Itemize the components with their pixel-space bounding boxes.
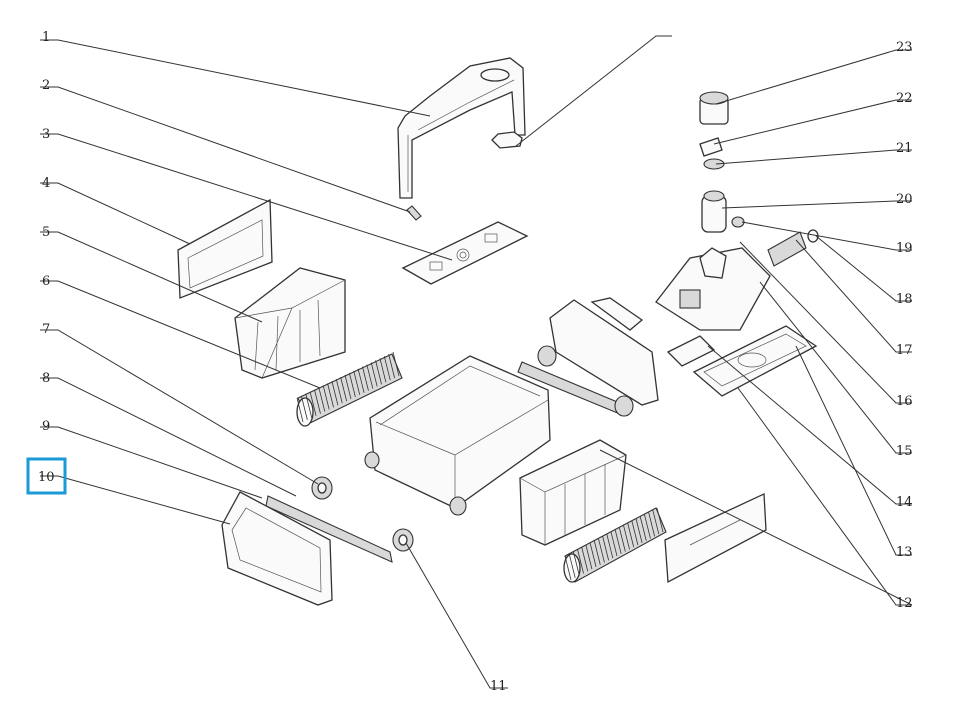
callout-19: 19 <box>896 241 913 256</box>
part-filter-panel <box>177 198 273 299</box>
part-handle <box>397 57 526 199</box>
brush-bristle <box>581 547 589 572</box>
brush-bristle <box>300 395 308 421</box>
brush-bristle <box>379 358 387 383</box>
part-motor-housing <box>655 247 771 331</box>
brush-bristle <box>614 529 622 554</box>
callout-7: 7 <box>42 322 50 337</box>
callout-9: 9 <box>42 419 50 434</box>
brush-bristle <box>618 527 626 552</box>
callout-10: 10 <box>38 470 55 485</box>
brush-bristle <box>593 540 601 565</box>
callout-14: 14 <box>896 495 913 510</box>
callout-16: 16 <box>896 394 913 409</box>
brush-bristle <box>577 549 584 574</box>
part-filter-basket <box>234 267 346 379</box>
part-side-handle-right <box>549 297 659 406</box>
brush-bristle <box>652 510 660 535</box>
brush-bristle <box>656 507 664 533</box>
callout-22: 22 <box>896 91 913 106</box>
callout-8: 8 <box>42 371 50 386</box>
callout-11: 11 <box>490 679 507 694</box>
brush-bristle <box>375 360 382 385</box>
part-clip-22 <box>699 137 723 157</box>
brush-bristle <box>370 362 378 387</box>
callout-12: 12 <box>896 596 913 611</box>
brush-bristle <box>362 366 369 391</box>
callout-21: 21 <box>896 141 913 156</box>
part-filter-basket-right <box>519 439 627 546</box>
part-wheel-upper <box>311 476 333 500</box>
brush-bristle <box>322 385 330 410</box>
brush-bristle <box>331 381 339 406</box>
callout-6: 6 <box>42 274 50 289</box>
part-control-board <box>666 335 716 367</box>
callout-15: 15 <box>896 444 913 459</box>
part-chassis <box>364 355 551 516</box>
brush-bristle <box>631 520 639 546</box>
part-pump-motor <box>767 229 819 267</box>
brush-bristle <box>314 389 321 414</box>
brush-bristle <box>627 523 635 548</box>
brush-bristle <box>309 391 317 416</box>
brush-bristle <box>639 516 647 541</box>
brush-bristle <box>340 376 348 402</box>
brush-bristle <box>635 518 643 544</box>
part-wheel-lower <box>392 528 414 552</box>
callout-5: 5 <box>42 225 50 240</box>
brush-bristle <box>606 534 614 559</box>
brush-bristle <box>572 551 580 576</box>
brush-bristle <box>335 379 343 404</box>
brush-bristle <box>357 368 365 393</box>
part-track-belt-left <box>265 495 393 563</box>
brush-bristle <box>305 393 313 418</box>
leader-lines <box>40 35 913 689</box>
brush-bristle <box>602 536 610 561</box>
callout-23: 23 <box>896 40 913 55</box>
part-motor <box>701 190 727 233</box>
part-brush-left <box>296 351 403 427</box>
callout-2: 2 <box>42 78 50 93</box>
brush-bristle <box>564 555 572 581</box>
brush-bristle <box>318 387 326 412</box>
brush-bristle <box>589 542 597 568</box>
part-side-handle <box>221 491 333 606</box>
brush-bristle <box>610 531 618 557</box>
brush-bristle <box>327 383 334 408</box>
brush-bristle <box>585 544 593 570</box>
part-top-plate <box>401 221 529 285</box>
callout-3: 3 <box>42 127 50 142</box>
callout-4: 4 <box>42 176 50 191</box>
part-impeller-23 <box>699 91 729 125</box>
brush-bristle <box>296 397 304 423</box>
brush-bristle <box>568 553 576 578</box>
brush-bristle <box>348 372 356 398</box>
callout-13: 13 <box>896 545 913 560</box>
part-clip-21 <box>703 158 725 170</box>
part-track-belt-right <box>517 345 634 417</box>
brush-bristle <box>344 374 352 400</box>
brush-bristle <box>383 356 391 381</box>
part-gasket-plate <box>692 325 818 397</box>
brush-bristle <box>623 525 630 550</box>
part-brush-right <box>563 507 667 583</box>
callout-18: 18 <box>896 292 913 307</box>
brush-bristle <box>648 512 656 537</box>
brush-bristle <box>598 538 605 563</box>
brush-bristle <box>392 351 400 377</box>
brush-bristle <box>388 353 396 379</box>
brush-bristle <box>644 514 651 539</box>
callout-17: 17 <box>896 343 913 358</box>
brush-bristle <box>353 370 361 395</box>
callout-20: 20 <box>896 192 913 207</box>
callout-1: 1 <box>42 30 50 45</box>
callout-highlight-box[interactable] <box>26 457 67 495</box>
part-rear-panel <box>664 493 767 584</box>
callout-labels: 1 2 3 4 5 6 7 8 9 10 11 12 13 14 15 16 1… <box>38 30 913 694</box>
part-pin <box>406 205 422 221</box>
brush-bristle <box>366 364 374 389</box>
